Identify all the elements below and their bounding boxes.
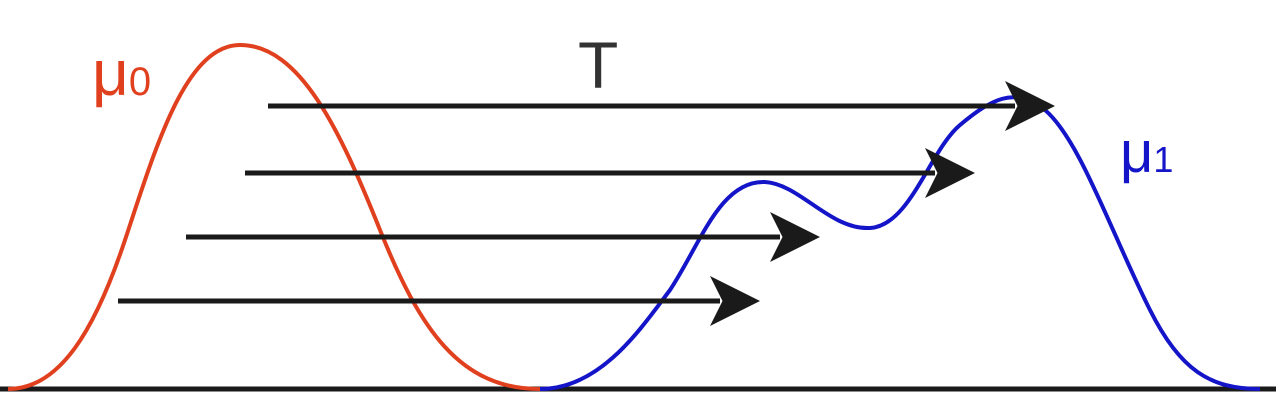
target-label: μ1 <box>1120 120 1173 185</box>
target-label-symbol: μ <box>1120 120 1153 185</box>
source-density-curve <box>7 42 541 391</box>
target-label-subscript: 1 <box>1153 139 1173 180</box>
target-density-curve <box>539 95 1261 391</box>
map-label: T <box>578 28 618 102</box>
source-label: μ0 <box>92 37 151 109</box>
transport-arrows <box>118 81 1055 326</box>
source-label-subscript: 0 <box>129 60 151 104</box>
source-label-symbol: μ <box>92 37 129 109</box>
